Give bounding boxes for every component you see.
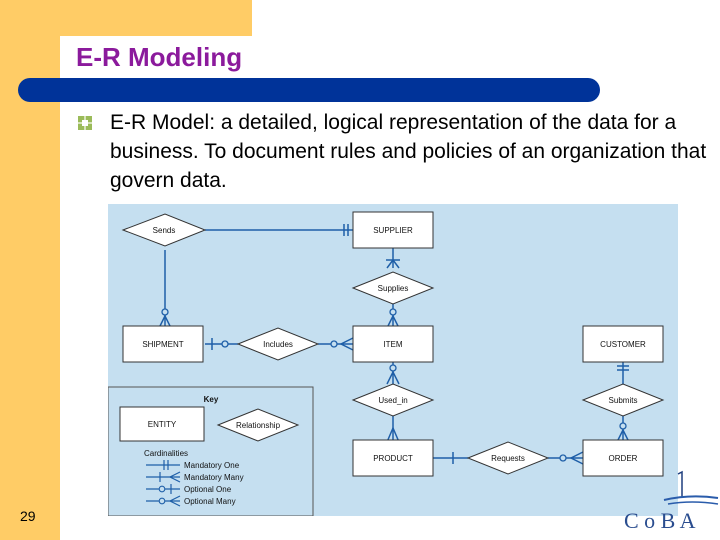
er-diagram: SUPPLIER SHIPMENT ITEM CUSTOMER PRODUCT …	[108, 204, 678, 516]
entity-shipment-label: SHIPMENT	[142, 340, 183, 349]
relationship-includes	[236, 327, 320, 361]
top-accent-band	[60, 0, 252, 36]
coba-logo: C o B A	[624, 470, 719, 533]
title-underline-bar	[18, 78, 600, 102]
relationship-sends-label: Sends	[153, 226, 176, 235]
entity-item-label: ITEM	[383, 340, 402, 349]
page-number: 29	[20, 508, 36, 524]
key-title: Key	[204, 395, 219, 404]
slide-title: E-R Modeling	[76, 42, 243, 72]
relationship-requests	[466, 441, 550, 475]
key-relationship-label: Relationship	[236, 421, 281, 430]
relationship-used-in	[351, 383, 435, 417]
entity-customer	[582, 325, 664, 363]
key-mandatory-many: Mandatory Many	[184, 473, 244, 482]
relationship-supplies	[351, 271, 435, 305]
key-relationship-diamond	[216, 408, 300, 442]
key-optional-one: Optional One	[184, 485, 232, 494]
relationship-submits-label: Submits	[609, 396, 638, 405]
bullet-text: E-R Model: a detailed, logical represent…	[110, 111, 707, 192]
key-mandatory-one: Mandatory One	[184, 461, 240, 470]
key-cardinalities-label: Cardinalities	[144, 449, 188, 458]
entity-product-label: PRODUCT	[373, 454, 413, 463]
key-entity-box	[119, 406, 205, 442]
relationship-includes-label: Includes	[263, 340, 293, 349]
key-entity-label: ENTITY	[148, 420, 177, 429]
entity-customer-label: CUSTOMER	[600, 340, 646, 349]
entity-order	[582, 439, 664, 477]
relationship-submits	[581, 383, 665, 417]
relationship-requests-label: Requests	[491, 454, 525, 463]
key-optional-many: Optional Many	[184, 497, 236, 506]
entity-supplier	[352, 211, 434, 249]
entity-order-label: ORDER	[609, 454, 638, 463]
bullet-icon	[78, 116, 92, 130]
entity-shipment	[122, 325, 204, 363]
entity-product	[352, 439, 434, 477]
relationship-sends	[121, 213, 207, 247]
relationship-supplies-label: Supplies	[378, 284, 409, 293]
relationship-used-in-label: Used_in	[378, 396, 407, 405]
entity-supplier-label: SUPPLIER	[373, 226, 413, 235]
entity-item	[352, 325, 434, 363]
logo-text: C o B A	[624, 508, 696, 533]
title-background	[60, 36, 252, 78]
